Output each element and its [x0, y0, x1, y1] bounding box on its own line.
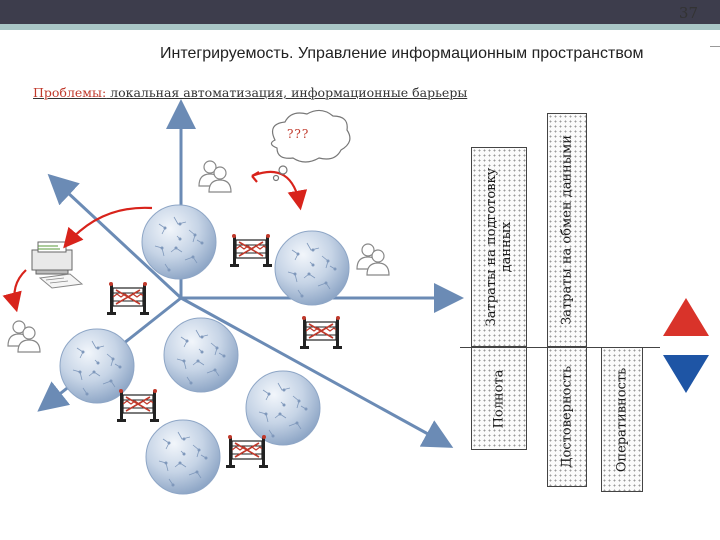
node-sphere [163, 317, 239, 393]
node-sphere [245, 370, 321, 446]
barrier-icon [225, 434, 269, 469]
printer-icon [31, 241, 84, 289]
thought-cloud [270, 109, 351, 182]
subtitle: Проблемы: локальная автоматизация, инфор… [33, 85, 467, 100]
decrease-triangle-icon [663, 355, 709, 393]
node-sphere [274, 230, 350, 306]
users-icon [356, 243, 390, 276]
barrier-icon [299, 315, 343, 350]
slide-number: 37 [678, 4, 698, 22]
bar-efficiency: Оперативность [601, 347, 643, 492]
subtitle-label: Проблемы: [33, 85, 107, 100]
bar-completeness: Полнота [471, 347, 527, 450]
bar-reliability-label: Достоверность [559, 365, 575, 469]
red-curve-arrow [63, 206, 153, 249]
node-sphere [145, 419, 221, 495]
red-curve-arrow [251, 170, 308, 211]
thought-bubble-text: ??? [287, 127, 310, 141]
red-curve-arrow [2, 269, 27, 313]
users-icon [198, 160, 232, 193]
red-arrows [2, 170, 308, 313]
bar-efficiency-label: Оперативность [614, 367, 630, 472]
barrier-icon [106, 281, 150, 316]
accent-line [0, 24, 720, 30]
top-bar [0, 0, 720, 24]
increase-triangle-icon [663, 298, 709, 336]
users-icon [7, 320, 41, 353]
slide-title: Интегрируемость. Управление информационн… [160, 45, 644, 62]
barrier-icon [116, 388, 160, 423]
title-decor-line [710, 46, 720, 47]
bar-exchange-costs-label: Затраты на обмен данными [559, 135, 575, 325]
node-spheres [59, 204, 350, 495]
red-arrow-tail-head [251, 171, 260, 183]
axis-lower-right [180, 296, 454, 448]
bar-completeness-label: Полнота [491, 369, 507, 428]
bars-baseline [460, 347, 660, 348]
axis-upper-left [47, 173, 183, 300]
bar-exchange-costs: Затраты на обмен данными [547, 113, 587, 347]
node-sphere [141, 204, 217, 280]
bar-reliability: Достоверность [547, 347, 587, 487]
barrier-icon [229, 233, 273, 268]
subtitle-text: локальная автоматизация, информационные … [106, 85, 468, 100]
